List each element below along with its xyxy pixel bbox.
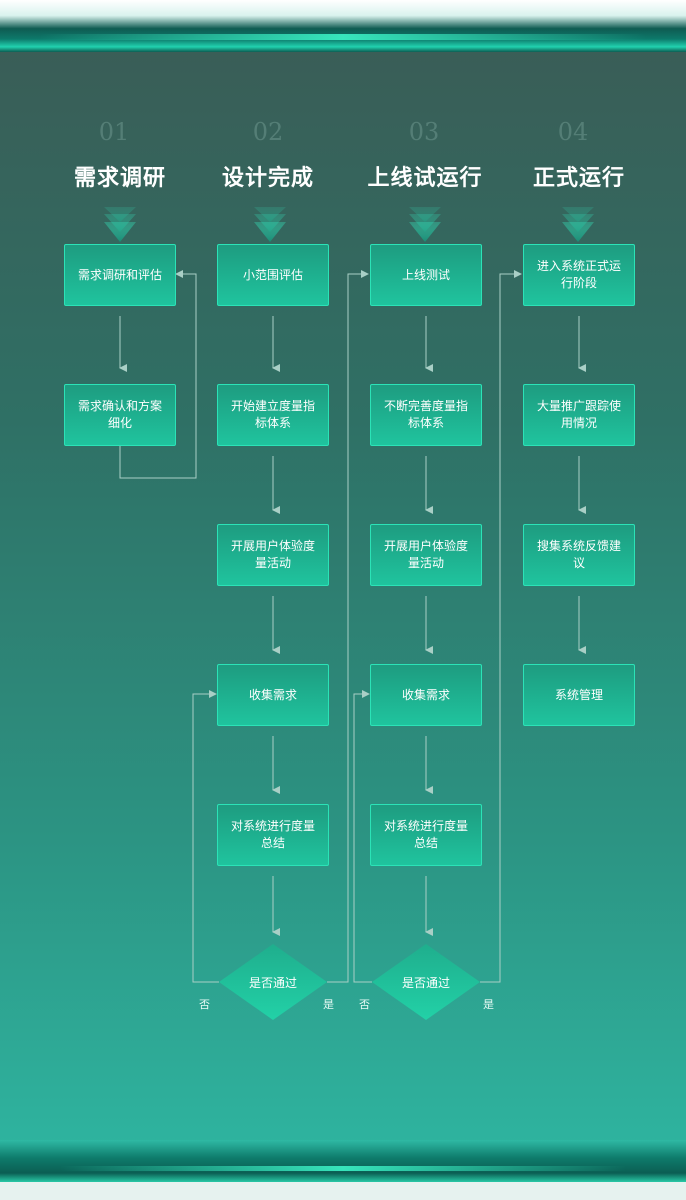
column-number-1: 01: [98, 118, 130, 146]
diamond-shape: [372, 944, 480, 1020]
decision-node: 是否通过: [372, 944, 480, 1020]
process-node: 搜集系统反馈建议: [523, 524, 635, 586]
process-node: 对系统进行度量总结: [217, 804, 329, 866]
no-label: 否: [359, 998, 370, 1011]
column-number-2: 02: [252, 118, 284, 146]
process-node: 收集需求: [217, 664, 329, 726]
process-node: 开始建立度量指标体系: [217, 384, 329, 446]
bottom-glow-line: [60, 1166, 626, 1171]
decision-label: 是否通过: [248, 975, 297, 990]
yes-label: 是: [483, 998, 494, 1011]
column-number-3: 03: [408, 118, 440, 146]
process-node: 收集需求: [370, 664, 482, 726]
process-node: 系统管理: [523, 664, 635, 726]
bottom-base: [0, 1182, 686, 1200]
process-node: 对系统进行度量总结: [370, 804, 482, 866]
decision-label: 是否通过: [401, 975, 450, 990]
process-node: 进入系统正式运行阶段: [523, 244, 635, 306]
column-title-1: 需求调研: [73, 166, 166, 191]
process-node: 需求调研和评估: [64, 244, 176, 306]
column-title-4: 正式运行: [532, 166, 625, 191]
chevron-arrow-icon: [104, 207, 594, 242]
column-title-3: 上线试运行: [367, 166, 483, 191]
process-node: 上线测试: [370, 244, 482, 306]
process-node: 需求确认和方案细化: [64, 384, 176, 446]
process-node: 不断完善度量指标体系: [370, 384, 482, 446]
process-node: 大量推广跟踪使用情况: [523, 384, 635, 446]
process-node: 开展用户体验度量活动: [370, 524, 482, 586]
diamond-shape: [219, 944, 327, 1020]
process-node: 开展用户体验度量活动: [217, 524, 329, 586]
column-number-4: 04: [557, 118, 589, 146]
yes-label: 是: [323, 998, 334, 1011]
decision-node: 是否通过: [219, 944, 327, 1020]
top-decorative-bar: [0, 0, 686, 52]
column-title-2: 设计完成: [221, 166, 314, 191]
process-node: 小范围评估: [217, 244, 329, 306]
no-label: 否: [199, 998, 210, 1011]
top-glow-line: [40, 34, 646, 40]
